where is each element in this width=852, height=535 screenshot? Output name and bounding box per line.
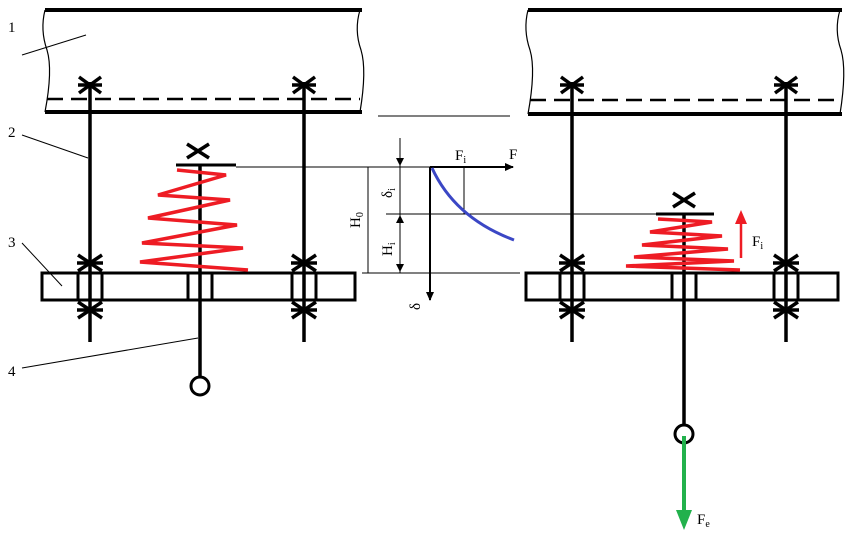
spring-force-label: Fi bbox=[752, 234, 763, 252]
right-plate-fastener-bottom-1 bbox=[559, 300, 585, 320]
right-top-fastener-2 bbox=[773, 75, 799, 95]
left-top-housing bbox=[42, 8, 365, 114]
left-plate-fastener-bottom-1 bbox=[77, 300, 103, 320]
left-spring bbox=[139, 168, 249, 272]
left-assembly bbox=[40, 8, 365, 397]
right-plate-fastener-top-1 bbox=[559, 253, 585, 273]
dimension-lines bbox=[236, 115, 714, 274]
left-top-fastener-2 bbox=[291, 75, 317, 95]
right-spring-top-fastener bbox=[656, 191, 714, 216]
left-spring-top-fastener bbox=[176, 142, 236, 167]
spring-force-arrow bbox=[735, 210, 747, 258]
right-spring bbox=[625, 217, 741, 272]
free-height-label: H0 bbox=[348, 212, 366, 228]
height-label: Hi bbox=[380, 242, 398, 256]
right-plate-fastener-top-2 bbox=[773, 253, 799, 273]
right-bottom-plate bbox=[524, 271, 840, 302]
right-plate-fastener-bottom-2 bbox=[773, 300, 799, 320]
deflection-axis-label: δ bbox=[408, 303, 424, 310]
force-axis-label: F bbox=[509, 147, 517, 163]
dimension-arrowheads bbox=[396, 158, 404, 272]
part-label-1: 1 bbox=[8, 20, 16, 36]
left-plate-fastener-bottom-2 bbox=[291, 300, 317, 320]
right-assembly bbox=[524, 8, 845, 445]
right-top-housing bbox=[525, 8, 845, 116]
force-mark-label: Fi bbox=[455, 148, 466, 166]
deflection-label: δi bbox=[380, 188, 398, 198]
part-label-2: 2 bbox=[8, 125, 16, 141]
right-top-fastener-1 bbox=[559, 75, 585, 95]
right-plate-bushings bbox=[558, 273, 800, 300]
left-plate-bushings bbox=[76, 273, 318, 300]
part-label-3: 3 bbox=[8, 235, 16, 251]
external-force-label: Fe bbox=[697, 512, 710, 530]
left-pull-ring bbox=[189, 375, 211, 397]
part-leaders bbox=[21, 34, 199, 369]
part-label-4: 4 bbox=[8, 364, 16, 380]
left-plate-fastener-top-1 bbox=[77, 253, 103, 273]
external-force-arrow bbox=[676, 436, 692, 530]
spring-characteristic-curve bbox=[430, 167, 515, 242]
left-plate-fastener-top-2 bbox=[291, 253, 317, 273]
left-top-fastener-1 bbox=[77, 75, 103, 95]
